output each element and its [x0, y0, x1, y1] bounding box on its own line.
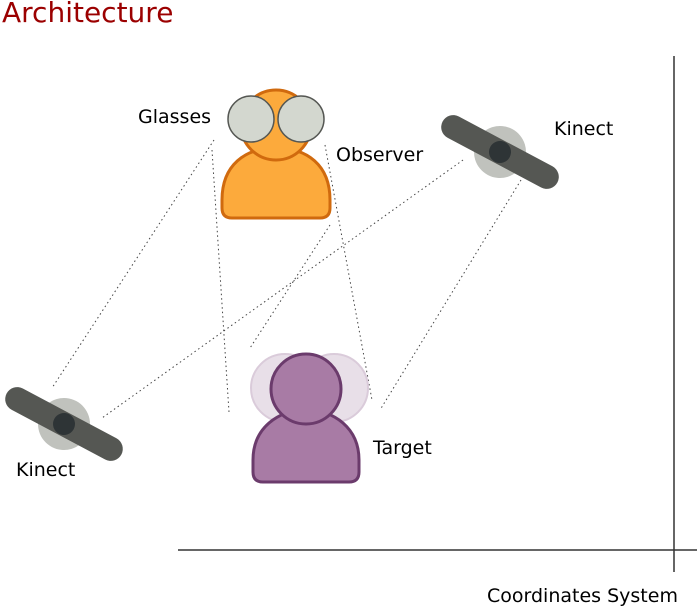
glasses-label: Glasses	[138, 106, 212, 128]
diagram-title: Architecture	[2, 0, 174, 29]
glasses-icon	[227, 95, 325, 143]
kinect-left-label: Kinect	[16, 459, 76, 481]
sight-lines	[51, 139, 522, 419]
observer-label: Observer	[336, 144, 424, 166]
coordinates-label: Coordinates System	[487, 585, 678, 607]
target-label: Target	[373, 437, 432, 459]
target-person-icon	[251, 352, 361, 484]
kinect-icon	[5, 387, 123, 461]
kinect-right-label: Kinect	[554, 118, 614, 140]
coordinate-axes	[178, 56, 697, 572]
kinect-icon	[441, 115, 559, 189]
